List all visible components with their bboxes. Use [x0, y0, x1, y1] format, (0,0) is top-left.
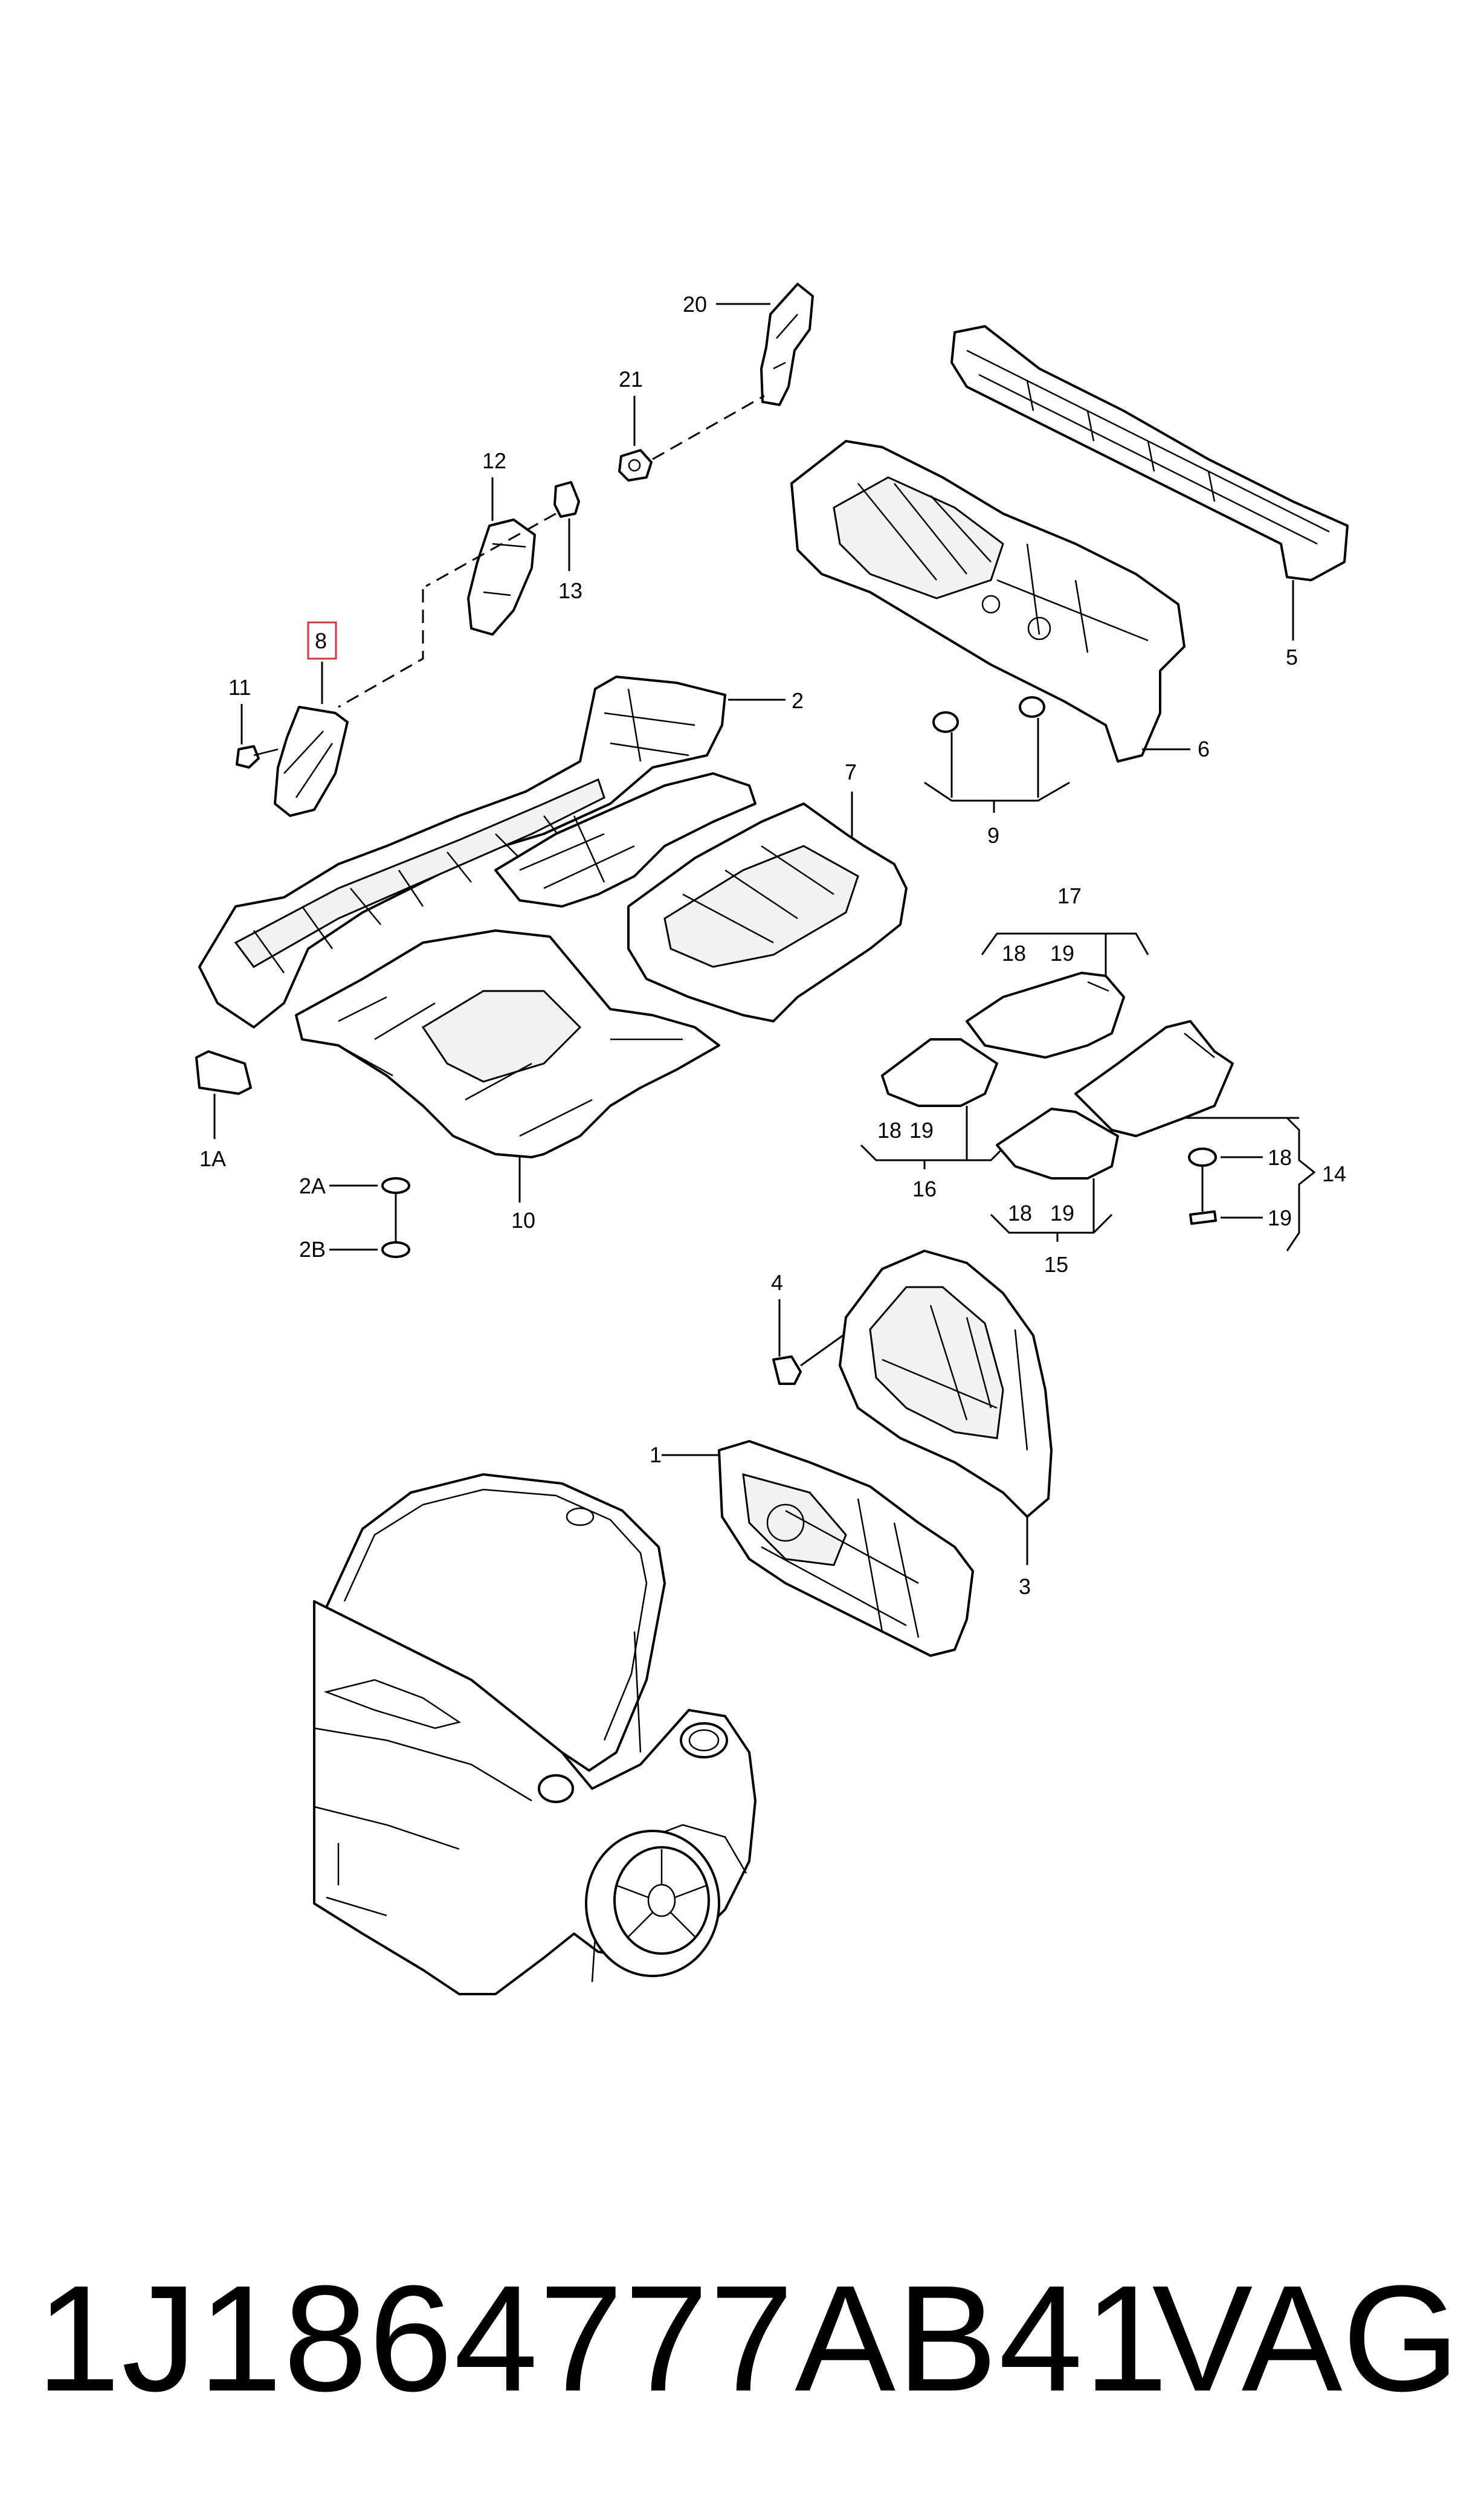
footer: 1J1864777AB41 VAG	[0, 2230, 1484, 2447]
callout-17: 17	[1057, 883, 1082, 908]
part-7-rear-floor: 7	[494, 760, 908, 1022]
vehicle-reference-illustration	[313, 1473, 757, 1995]
callout-12: 12	[482, 448, 506, 473]
part-10-front-floor: 10	[295, 929, 720, 1233]
highlight-box	[307, 621, 337, 660]
callout-17-19: 19	[1050, 941, 1074, 966]
brand-label: VAG	[1152, 2254, 1460, 2423]
callout-4: 4	[771, 1270, 783, 1295]
callout-9: 9	[987, 823, 999, 848]
callout-15-19: 19	[1050, 1201, 1074, 1225]
callout-15: 15	[1044, 1252, 1068, 1277]
part-2A-2B-washers: 2A 2B	[299, 1173, 410, 1262]
callout-20: 20	[683, 292, 707, 317]
part-13-clip: 13	[425, 481, 582, 603]
callout-3: 3	[1019, 1574, 1031, 1599]
part-16-mat: 18 19 16	[860, 1038, 1007, 1201]
part-6-rear-bulkhead: 6	[790, 440, 1210, 763]
callout-6: 6	[1198, 737, 1210, 761]
part-8-highlighted: 8	[274, 589, 424, 817]
part-1A-pad: 1A	[195, 1050, 252, 1171]
part-4-clip: 4	[771, 1270, 844, 1385]
part-20-bracket: 20	[683, 283, 814, 406]
callout-7: 7	[845, 760, 857, 784]
callout-16-18: 18	[877, 1118, 902, 1143]
part-12-panel: 12	[467, 448, 536, 636]
part-5-strip: 5	[950, 325, 1349, 670]
callout-14: 14	[1322, 1161, 1346, 1186]
callout-8: 8	[315, 628, 327, 653]
callout-16-19: 19	[909, 1118, 934, 1143]
callout-2: 2	[792, 688, 804, 713]
callout-16: 16	[912, 1177, 937, 1201]
callout-13: 13	[558, 578, 582, 603]
callout-10: 10	[511, 1208, 535, 1233]
part-14-mat: 18 19 14	[1074, 1020, 1346, 1251]
part-3-trunk-liner: 3	[839, 1250, 1053, 1599]
callout-17-18: 18	[1002, 941, 1026, 966]
part-9-plugs: 9	[924, 696, 1070, 848]
part-2-floor-insulation: 2	[198, 676, 804, 1028]
callout-1A: 1A	[199, 1146, 226, 1171]
callout-14-18: 18	[1268, 1145, 1292, 1170]
callout-2B: 2B	[299, 1237, 326, 1262]
callout-21: 21	[619, 367, 643, 392]
callout-11: 11	[228, 675, 251, 700]
callout-1: 1	[650, 1442, 662, 1467]
callout-2A: 2A	[299, 1173, 326, 1198]
part-15-mat: 18 19 15	[990, 1108, 1119, 1277]
part-17-mat: 17 18 19	[966, 883, 1149, 1059]
callout-14-19: 19	[1268, 1206, 1292, 1230]
part-number: 1J1864777AB41	[36, 2254, 1169, 2423]
callout-15-18: 18	[1008, 1201, 1032, 1225]
part-21-clip: 21	[618, 367, 765, 482]
part-1-front-bulkhead: 1	[650, 1440, 974, 1657]
part-11-bolt: 11	[228, 675, 279, 769]
callout-5: 5	[1286, 645, 1298, 670]
